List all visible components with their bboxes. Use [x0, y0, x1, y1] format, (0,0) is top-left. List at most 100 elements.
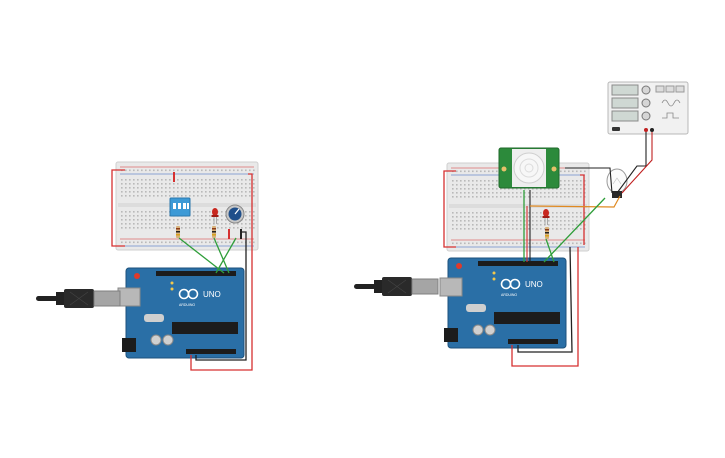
- breadboard-hole: [568, 216, 570, 218]
- wire-orange[interactable]: [529, 195, 621, 208]
- breadboard-hole: [488, 180, 490, 182]
- breadboard-hole: [556, 228, 558, 230]
- breadboard-hole: [129, 195, 131, 197]
- breadboard-hole: [149, 223, 151, 225]
- breadboard-hole: [484, 196, 486, 198]
- wave-button[interactable]: [675, 85, 685, 93]
- breadboard-hole: [492, 188, 494, 190]
- wire-green[interactable]: [213, 237, 230, 274]
- breadboard-hole: [209, 195, 211, 197]
- breadboard-hole: [528, 212, 530, 214]
- breadboard-hole: [153, 169, 155, 172]
- wire-red[interactable]: [111, 169, 125, 247]
- breadboard-hole: [552, 192, 554, 194]
- pir-sensor[interactable]: [498, 147, 560, 189]
- breadboard-hole: [137, 169, 139, 172]
- breadboard-hole: [177, 241, 179, 244]
- breadboard-hole: [528, 216, 530, 218]
- adjust-knob[interactable]: [641, 85, 651, 95]
- breadboard-hole: [177, 191, 179, 193]
- breadboard-hole: [129, 183, 131, 185]
- function-generator[interactable]: [607, 81, 689, 135]
- wire-green[interactable]: [215, 237, 237, 274]
- output-terminal-negative[interactable]: [650, 128, 654, 132]
- potentiometer[interactable]: [225, 204, 245, 224]
- breadboard-hole: [568, 192, 570, 194]
- wave-button[interactable]: [655, 85, 665, 93]
- usb-cable[interactable]: [354, 277, 439, 296]
- breadboard-hole: [197, 195, 199, 197]
- wire-red[interactable]: [511, 247, 579, 367]
- breadboard-hole: [492, 196, 494, 198]
- breadboard-hole: [584, 196, 586, 198]
- breadboard-hole: [193, 241, 195, 244]
- resistor[interactable]: [545, 227, 549, 239]
- adjust-knob[interactable]: [641, 98, 651, 108]
- status-led: [492, 277, 496, 281]
- breadboard-hole: [508, 220, 510, 222]
- resistor[interactable]: [176, 226, 180, 238]
- breadboard-hole: [185, 223, 187, 225]
- breadboard-hole: [141, 183, 143, 185]
- pir-adjust-knob[interactable]: [501, 166, 507, 172]
- breadboard-hole: [165, 211, 167, 213]
- breadboard-hole: [165, 183, 167, 185]
- dip-switch[interactable]: [169, 197, 191, 217]
- breadboard-hole: [560, 220, 562, 222]
- breadboard-hole: [536, 216, 538, 218]
- breadboard-hole: [512, 196, 514, 198]
- breadboard-hole: [197, 191, 199, 193]
- wire-green[interactable]: [178, 237, 225, 274]
- breadboard-hole: [456, 192, 458, 194]
- jumper-wire[interactable]: [173, 172, 175, 182]
- wire-green[interactable]: [545, 238, 555, 263]
- jumper-wire[interactable]: [240, 229, 242, 239]
- breadboard-hole: [237, 227, 239, 229]
- wire-black[interactable]: [517, 246, 573, 353]
- breadboard-hole: [504, 220, 506, 222]
- led[interactable]: [542, 209, 550, 225]
- breadboard-hole: [548, 188, 550, 190]
- breadboard-hole: [169, 183, 171, 185]
- breadboard-hole: [540, 188, 542, 190]
- power-switch[interactable]: [612, 127, 620, 131]
- wire-green[interactable]: [543, 197, 606, 263]
- wire-red[interactable]: [580, 174, 585, 245]
- wire-red[interactable]: [621, 132, 653, 194]
- usb-cable[interactable]: [36, 289, 121, 308]
- wire-red[interactable]: [190, 173, 253, 371]
- breadboard-hole: [568, 196, 570, 198]
- reset-button[interactable]: [456, 263, 462, 269]
- breadboard-hole: [536, 188, 538, 190]
- reset-button[interactable]: [134, 273, 140, 279]
- breadboard-hole: [161, 195, 163, 197]
- breadboard-hole: [528, 192, 530, 194]
- breadboard-hole: [185, 191, 187, 193]
- wire-black[interactable]: [195, 231, 247, 361]
- resistor[interactable]: [212, 226, 216, 238]
- breadboard-hole: [173, 219, 175, 221]
- breadboard-hole: [584, 224, 586, 226]
- output-terminal-positive[interactable]: [644, 128, 648, 132]
- wire-red[interactable]: [443, 170, 456, 248]
- led[interactable]: [211, 208, 219, 224]
- breadboard-hole: [496, 184, 498, 186]
- analog-header: [508, 339, 558, 344]
- jumper-wire[interactable]: [228, 229, 230, 239]
- breadboard-hole: [524, 220, 526, 222]
- breadboard-hole: [564, 216, 566, 218]
- adjust-knob[interactable]: [641, 111, 651, 121]
- pir-adjust-knob[interactable]: [551, 166, 557, 172]
- breadboard-hole: [468, 216, 470, 218]
- breadboard-hole: [213, 241, 215, 244]
- breadboard-hole: [253, 179, 255, 181]
- arduino-uno[interactable]: UNO ARDUINO: [439, 257, 567, 349]
- breadboard-hole: [492, 212, 494, 214]
- wire-black[interactable]: [565, 167, 613, 194]
- breadboard-hole: [149, 211, 151, 213]
- arduino-uno[interactable]: UNO ARDUINO: [117, 267, 245, 359]
- wave-button[interactable]: [665, 85, 675, 93]
- breadboard-hole: [165, 187, 167, 189]
- breadboard-hole: [528, 196, 530, 198]
- wire-black[interactable]: [616, 132, 647, 194]
